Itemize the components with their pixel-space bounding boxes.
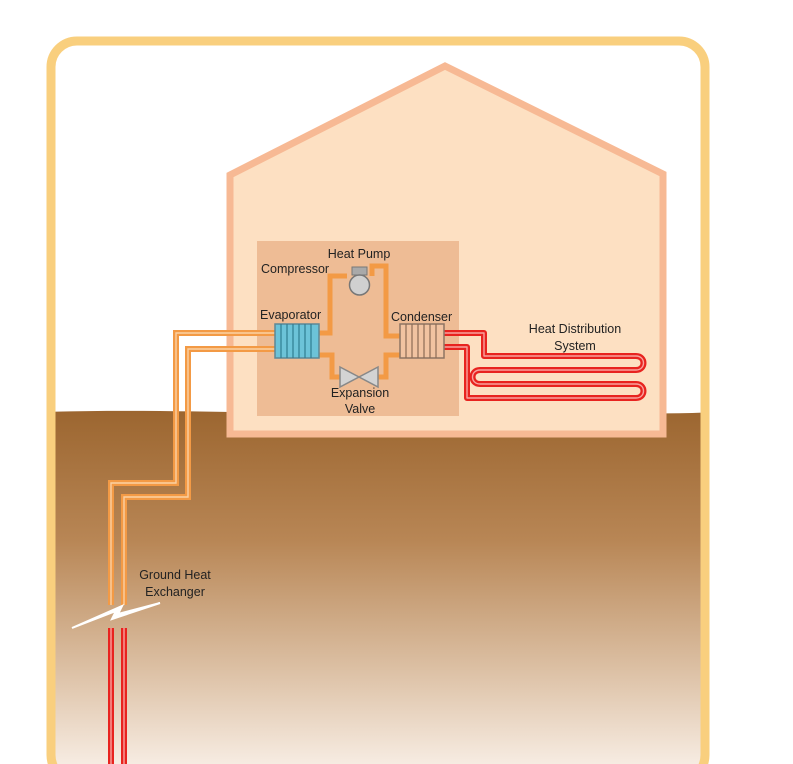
expansion-valve-label-line2: Valve — [345, 402, 375, 416]
heat-pump-label: Heat Pump — [328, 247, 391, 261]
expansion-valve-label-line1: Expansion — [331, 386, 389, 400]
heat-distribution-label-line1: Heat Distribution — [529, 322, 621, 336]
compressor — [348, 266, 371, 296]
evaporator-label: Evaporator — [260, 308, 321, 322]
ground-heat-exchanger-label-line1: Ground Heat — [139, 568, 211, 582]
diagram-frame — [46, 36, 710, 764]
ground-loop — [108, 330, 275, 605]
condenser-label: Condenser — [391, 310, 452, 324]
condenser-coil — [399, 323, 445, 359]
ground-heat-exchanger-label-line2: Exchanger — [145, 585, 205, 599]
compressor-label: Compressor — [261, 262, 329, 276]
ground — [51, 410, 705, 764]
pipe-break-mark — [71, 602, 161, 629]
heat-distribution-label-line2: System — [554, 339, 596, 353]
expansion-valve — [339, 365, 379, 389]
ground-loop-deep — [108, 628, 127, 764]
heat-distribution-loop — [441, 330, 647, 401]
evaporator-coil — [274, 323, 320, 359]
refrigerant-loop — [319, 263, 400, 380]
